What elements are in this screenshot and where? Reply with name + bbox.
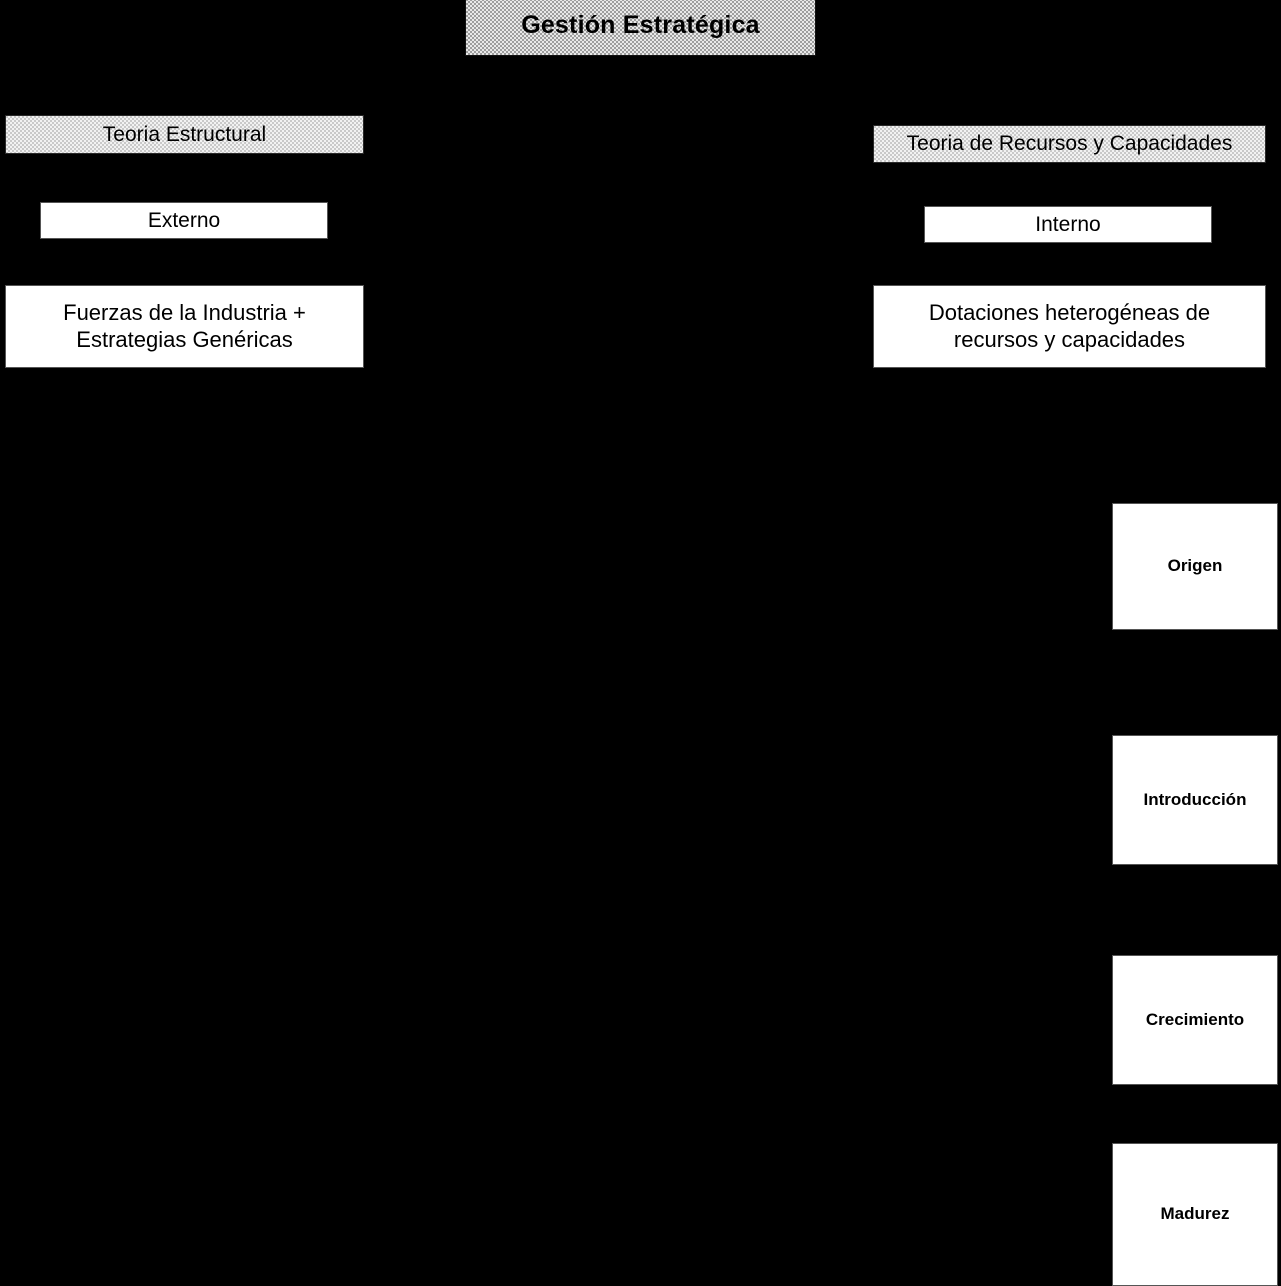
left-theory-box: Teoria Estructural (5, 115, 364, 154)
stage-box-origen: Origen (1112, 503, 1278, 630)
stage-label-madurez: Madurez (1160, 1204, 1230, 1224)
right-theory-box: Teoria de Recursos y Capacidades (873, 125, 1266, 163)
left-content-text: Fuerzas de la Industria + Estrategias Ge… (63, 300, 306, 354)
stage-box-madurez: Madurez (1112, 1143, 1278, 1286)
right-scope-box: Interno (924, 206, 1212, 243)
stage-label-introduccion: Introducción (1143, 789, 1247, 809)
right-scope-label: Interno (1035, 212, 1101, 236)
stage-label-crecimiento: Crecimiento (1145, 1009, 1245, 1029)
left-scope-label: Externo (147, 208, 221, 232)
diagram-title-text: Gestión Estratégica (521, 10, 760, 39)
stage-box-introduccion: Introducción (1112, 735, 1278, 865)
right-content-text: Dotaciones heterogéneas de recursos y ca… (929, 300, 1210, 354)
stage-label-origen: Origen (1167, 556, 1223, 576)
diagram-title-box: Gestión Estratégica (465, 0, 816, 56)
right-theory-label: Teoria de Recursos y Capacidades (906, 132, 1233, 156)
left-scope-box: Externo (40, 202, 328, 239)
left-content-line1: Fuerzas de la Industria + (63, 299, 306, 325)
right-content-line1: Dotaciones heterogéneas de (928, 299, 1211, 325)
left-theory-label: Teoria Estructural (102, 122, 267, 146)
left-content-box: Fuerzas de la Industria + Estrategias Ge… (5, 285, 364, 368)
stage-box-crecimiento: Crecimiento (1112, 955, 1278, 1085)
right-content-box: Dotaciones heterogéneas de recursos y ca… (873, 285, 1266, 368)
right-content-line2: recursos y capacidades (953, 326, 1186, 352)
left-content-line2: Estrategias Genéricas (76, 326, 293, 352)
